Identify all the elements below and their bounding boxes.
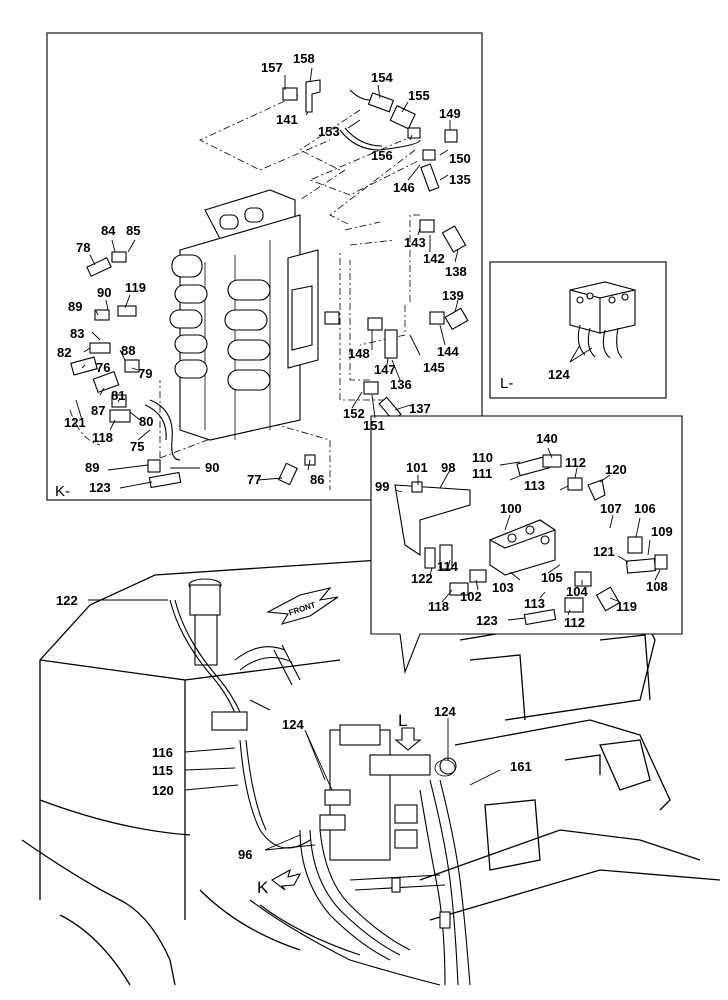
part-label-148: 148 <box>348 346 370 361</box>
part-label-77: 77 <box>247 472 261 487</box>
part-label-112-upper: 112 <box>565 455 586 470</box>
part-label-103: 103 <box>492 580 514 595</box>
part-label-123-manifold: 123 <box>476 613 498 628</box>
part-label-102: 102 <box>460 589 482 604</box>
leader-lines <box>75 67 661 851</box>
part-label-144: 144 <box>437 344 459 359</box>
part-label-79: 79 <box>138 366 152 381</box>
part-label-118-manifold: 118 <box>428 599 449 614</box>
part-label-152: 152 <box>343 406 365 421</box>
part-label-110: 110 <box>472 450 493 465</box>
part-label-89-lower: 89 <box>85 460 99 475</box>
part-label-87: 87 <box>91 403 105 418</box>
part-label-113-lower: 113 <box>524 596 545 611</box>
part-label-156: 156 <box>371 148 393 163</box>
part-label-147: 147 <box>374 362 396 377</box>
part-label-106: 106 <box>634 501 656 516</box>
view-l-label: L <box>398 711 407 730</box>
hose-bundle <box>239 739 471 986</box>
part-label-75: 75 <box>130 439 144 454</box>
part-label-119-manifold: 119 <box>616 599 637 614</box>
part-label-115: 115 <box>152 763 173 778</box>
part-label-141: 141 <box>276 112 298 127</box>
valve-stack-k <box>169 189 340 441</box>
view-l-arrow <box>394 727 422 751</box>
part-label-124-l: 124 <box>548 367 570 382</box>
control-valve-block <box>319 724 457 861</box>
part-label-119-k: 119 <box>125 280 146 295</box>
part-number-labels: 157 158 141 154 155 153 149 156 150 146 … <box>55 51 673 897</box>
front-direction-arrow: FRONT <box>266 587 339 625</box>
part-label-109: 109 <box>651 524 673 539</box>
part-label-85: 85 <box>126 223 140 238</box>
part-label-89-upper: 89 <box>68 299 82 314</box>
panel-label-k: K- <box>55 483 70 500</box>
detail-panel-k <box>46 32 483 501</box>
part-label-136: 136 <box>390 377 412 392</box>
part-label-123-k: 123 <box>89 480 111 495</box>
part-label-150: 150 <box>449 151 471 166</box>
machine-overview: FRONT <box>21 559 721 986</box>
part-label-96: 96 <box>238 847 252 862</box>
part-label-140: 140 <box>536 431 558 446</box>
part-label-107: 107 <box>600 501 622 516</box>
part-label-161: 161 <box>510 759 532 774</box>
part-label-101: 101 <box>406 460 428 475</box>
part-label-78: 78 <box>76 240 90 255</box>
filter-assembly <box>169 578 247 731</box>
part-label-146: 146 <box>393 180 415 195</box>
part-label-112-lower: 112 <box>564 615 585 630</box>
part-label-105: 105 <box>541 570 563 585</box>
part-label-135: 135 <box>449 172 471 187</box>
part-label-81: 81 <box>111 388 125 403</box>
part-label-120-upper: 120 <box>605 462 627 477</box>
part-label-124-machine-right: 124 <box>434 704 456 719</box>
part-label-122-machine: 122 <box>56 593 78 608</box>
part-label-98: 98 <box>441 460 455 475</box>
part-label-99: 99 <box>375 479 389 494</box>
part-label-80: 80 <box>139 414 153 429</box>
part-label-121-manifold: 121 <box>593 544 615 559</box>
part-label-88: 88 <box>121 343 135 358</box>
part-label-145: 145 <box>423 360 445 375</box>
part-label-111: 111 <box>472 466 492 481</box>
view-k-label: K <box>257 878 269 897</box>
part-label-118-k: 118 <box>92 430 113 445</box>
part-label-157: 157 <box>261 60 283 75</box>
part-label-139: 139 <box>442 288 464 303</box>
panel-label-l: L- <box>500 375 513 392</box>
part-label-86: 86 <box>310 472 324 487</box>
part-label-153: 153 <box>318 124 340 139</box>
part-label-104: 104 <box>566 584 588 599</box>
part-label-120-machine: 120 <box>152 783 174 798</box>
view-k-arrow <box>271 868 302 891</box>
part-label-76: 76 <box>96 360 110 375</box>
part-label-108: 108 <box>646 579 668 594</box>
part-label-84: 84 <box>101 223 116 238</box>
part-label-149: 149 <box>439 106 461 121</box>
detail-panel-l <box>489 261 667 399</box>
part-label-124-machine-left: 124 <box>282 717 304 732</box>
part-label-114: 114 <box>437 559 459 574</box>
part-label-155: 155 <box>408 88 430 103</box>
part-label-137: 137 <box>409 401 431 416</box>
part-label-116: 116 <box>152 745 173 760</box>
part-label-100: 100 <box>500 501 522 516</box>
part-label-121-k: 121 <box>64 415 86 430</box>
part-label-83: 83 <box>70 326 84 341</box>
part-label-143: 143 <box>404 235 426 250</box>
part-label-138: 138 <box>445 264 467 279</box>
part-label-158: 158 <box>293 51 315 66</box>
part-label-82: 82 <box>57 345 71 360</box>
part-label-90-upper: 90 <box>97 285 111 300</box>
part-label-142: 142 <box>423 251 445 266</box>
part-label-154: 154 <box>371 70 393 85</box>
part-label-90-lower: 90 <box>205 460 219 475</box>
part-label-122-manifold: 122 <box>411 571 433 586</box>
detail-panel-manifold <box>370 415 683 675</box>
part-label-113-upper: 113 <box>524 478 545 493</box>
part-label-151: 151 <box>363 418 385 433</box>
